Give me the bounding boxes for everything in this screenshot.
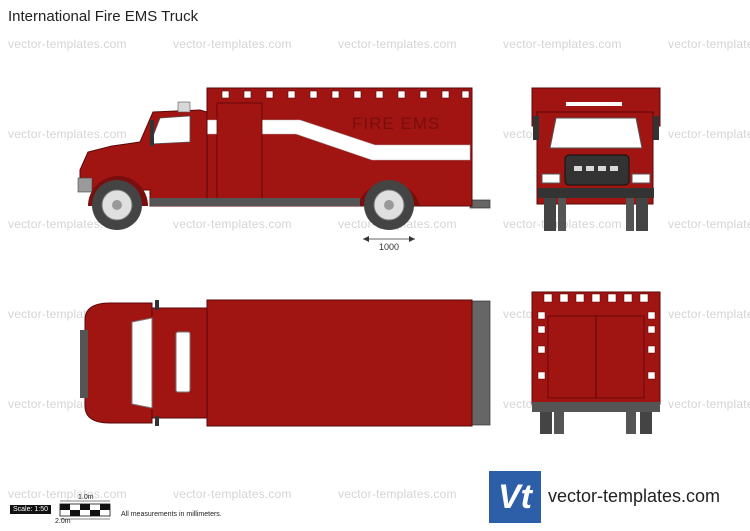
rear-view [531,291,661,434]
body-lettering: FIRE EMS [352,114,441,133]
brand-name: vector-templates.com [548,486,721,506]
front-view [531,87,661,231]
side-view [77,87,491,242]
scale-top-length: 1.0m [78,494,94,501]
dimension-label: 1000 [379,242,400,252]
scale-bottom-length: 2.0m [55,518,71,525]
scale-bar [59,500,111,520]
scale-label: Scale: 1:50 [10,505,52,514]
vt-logo-icon: Vt [489,471,541,523]
logo-mark: Vt [498,477,532,516]
top-view [80,299,491,427]
measurement-note: All measurements in millimeters. [121,511,222,518]
page-title: International Fire EMS Truck [8,8,199,25]
